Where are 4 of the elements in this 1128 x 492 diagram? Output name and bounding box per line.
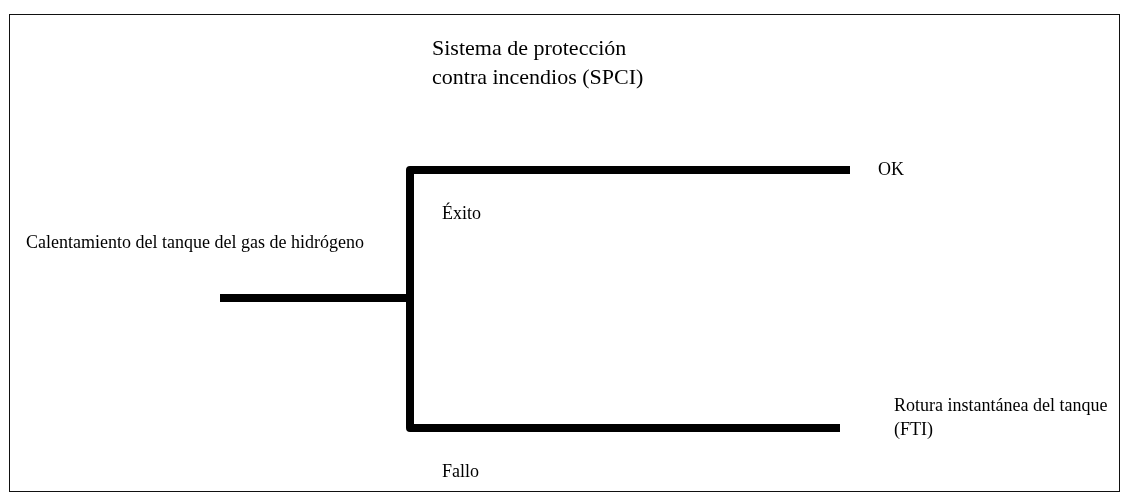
- column-heading: Sistema de protección contra incendios (SPCI): [432, 34, 645, 91]
- outcome-text: OK: [850, 157, 910, 183]
- outcome-text: Calentamiento del tanque del gas de hidrógeno: [15, 230, 375, 298]
- outcome-text: Rotura instantánea del tanque (FTI): [840, 393, 1108, 443]
